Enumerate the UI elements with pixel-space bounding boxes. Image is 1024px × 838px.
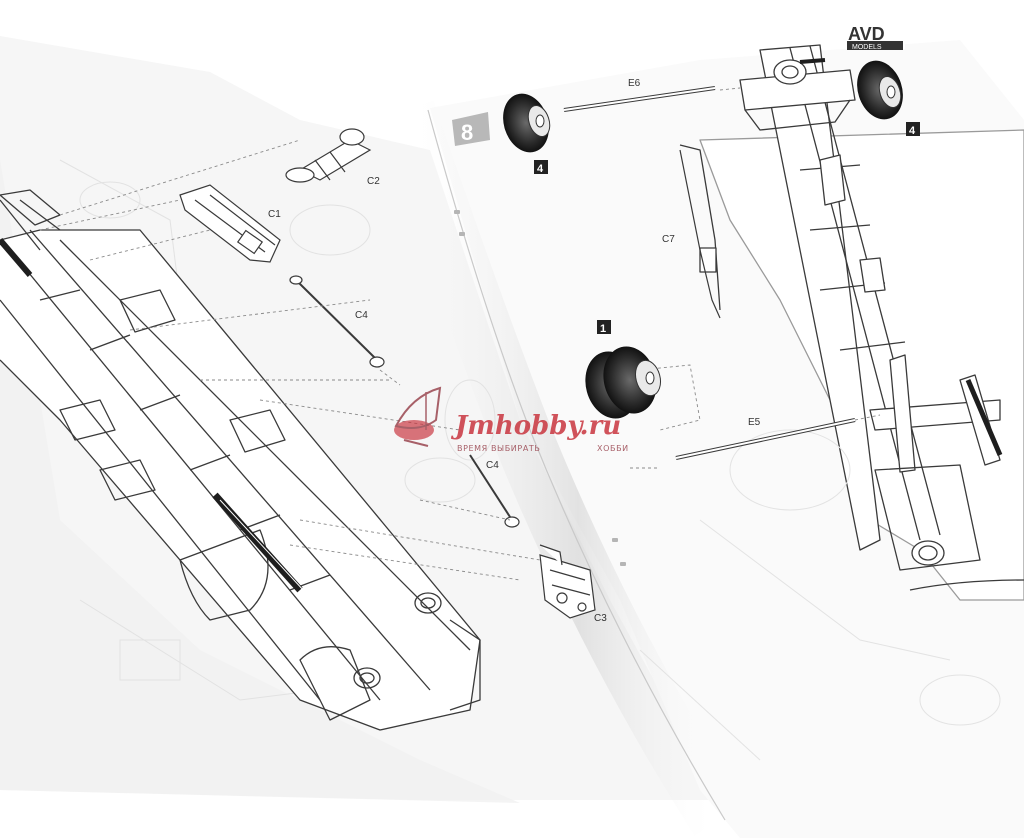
quantity-badge-middle: 1 xyxy=(597,320,611,335)
assembly-guide-lines-right xyxy=(630,87,881,469)
quantity-top-right: 4 xyxy=(909,125,916,137)
leaf-spring-right xyxy=(799,58,1003,456)
part-c4-upper-drawing xyxy=(289,275,385,368)
part-c2-drawing xyxy=(285,128,372,183)
part-c1-drawing xyxy=(179,184,281,263)
brand-logo-sub: MODELS xyxy=(852,44,882,51)
left-page xyxy=(0,36,720,803)
watermark-slogan-left: ВРЕМЯ ВЫБИРАТЬ xyxy=(457,444,540,453)
axle-e6 xyxy=(563,86,716,112)
brand-logo-text: AVD xyxy=(848,24,885,44)
part-label-e6: E6 xyxy=(628,78,641,89)
brand-logo: AVD MODELS xyxy=(845,24,905,51)
part-c3-drawing xyxy=(539,544,596,619)
step-badge: 8 xyxy=(452,112,490,146)
part-label-c4-lower: C4 xyxy=(486,460,499,471)
chassis-frame-right xyxy=(679,44,1024,601)
page-gutter-shadow xyxy=(376,100,746,837)
wheel-top-right xyxy=(857,60,903,120)
faint-background-drawing-right xyxy=(639,429,1001,761)
quantity-badge-top-right: 4 xyxy=(906,122,920,137)
watermark: Jmhobby.ru ВРЕМЯ ВЫБИРАТЬ ХОББИ xyxy=(394,386,629,453)
part-label-c4-upper: C4 xyxy=(355,310,368,321)
part-label-c7: C7 xyxy=(662,234,675,245)
page-crease xyxy=(427,109,726,821)
part-label-c3: C3 xyxy=(594,613,607,624)
axle-e5 xyxy=(675,418,856,460)
part-c7-drawing xyxy=(679,149,721,319)
watermark-brand: Jmhobby.ru xyxy=(450,411,621,441)
watermark-logo-icon xyxy=(394,386,442,447)
watermark-slogan-right: ХОББИ xyxy=(597,444,629,453)
quantity-middle: 1 xyxy=(600,323,606,335)
quantity-top-left: 4 xyxy=(537,163,544,175)
chassis-frame-left xyxy=(0,189,481,731)
part-label-c2: C2 xyxy=(367,176,380,187)
wheel-middle-dual xyxy=(585,346,661,419)
quantity-badge-top-left: 4 xyxy=(534,160,548,175)
part-label-e5: E5 xyxy=(748,417,761,428)
staple-holes xyxy=(454,210,626,566)
part-label-c1: C1 xyxy=(268,209,281,220)
leaf-spring-left xyxy=(0,238,306,593)
step-number: 8 xyxy=(461,120,473,145)
wheel-top-left xyxy=(503,93,551,153)
